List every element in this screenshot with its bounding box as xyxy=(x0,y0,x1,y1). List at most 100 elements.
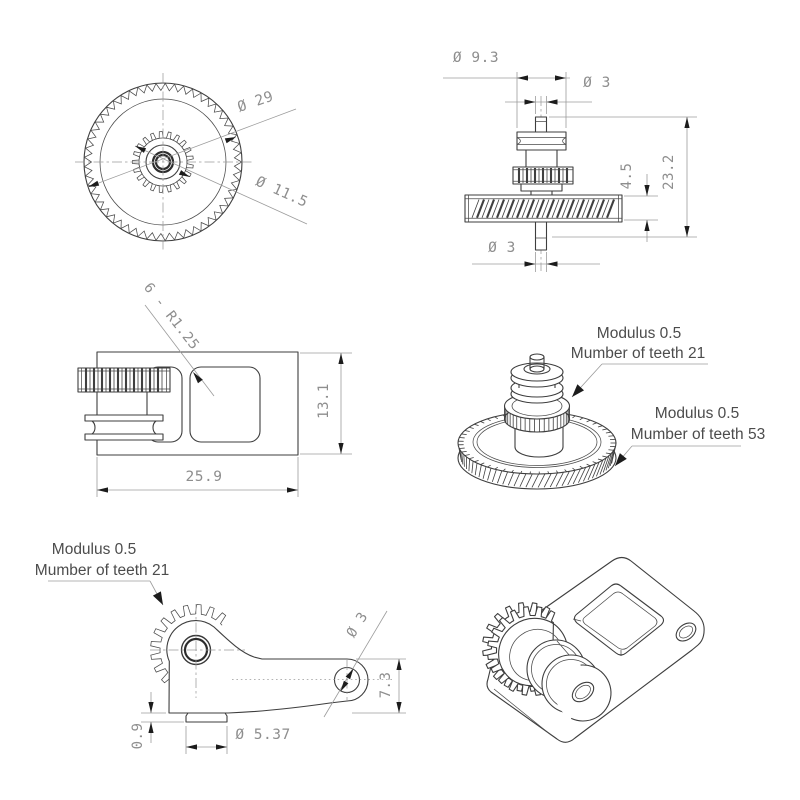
geometry-line xyxy=(555,472,564,487)
geometry-line xyxy=(564,469,567,472)
geometry-line xyxy=(602,455,608,458)
view-assembly-isometric xyxy=(482,556,705,743)
geometry-ellipse xyxy=(529,353,545,361)
geometry-line xyxy=(516,199,525,219)
arrowhead xyxy=(644,185,650,196)
geometry-line xyxy=(608,449,614,451)
geometry-line xyxy=(556,640,571,657)
arrowhead xyxy=(287,487,298,493)
view-gear-side: Ø 9.3 Ø 3 4.5 23.2 Ø 3 xyxy=(443,50,697,272)
geometry-line xyxy=(487,418,491,422)
geometry-line xyxy=(531,473,540,488)
geometry-line xyxy=(323,610,388,718)
dim-shaft-top-diameter: Ø 3 xyxy=(583,75,611,91)
arrowhead xyxy=(152,591,163,605)
arrowhead xyxy=(517,75,528,81)
geometry-line xyxy=(578,467,586,483)
geometry-line xyxy=(511,469,514,473)
arrowhead xyxy=(644,220,650,231)
geometry-line xyxy=(491,469,497,482)
geometry-line xyxy=(602,455,610,473)
geometry-line xyxy=(596,199,605,219)
geometry-path xyxy=(166,620,369,714)
geometry-line xyxy=(474,459,479,463)
view-lever-side: Modulus 0.5 Mumber of teeth 21 Ø 3 7.3 0… xyxy=(35,541,406,754)
geometry-line xyxy=(586,419,591,423)
geometry-line xyxy=(576,199,585,219)
geometry-line xyxy=(144,304,215,397)
geometry-ellipse xyxy=(575,684,591,700)
geometry-rect xyxy=(534,221,548,251)
arrowhead xyxy=(216,744,227,750)
geometry-rect xyxy=(84,433,164,441)
geometry-line xyxy=(599,457,607,475)
geometry-line xyxy=(551,199,560,218)
arrowhead xyxy=(186,744,197,750)
geometry-line xyxy=(476,199,485,219)
geometry-line xyxy=(481,199,490,218)
dim-bracket-width: 25.9 xyxy=(186,469,223,485)
geometry-line xyxy=(549,472,558,488)
dim-bracket-height: 13.1 xyxy=(316,383,332,419)
dim-foot-width: Ø 5.37 xyxy=(235,727,290,743)
view-bracket-top: 6 - R1.25 13.1 25.9 xyxy=(77,280,352,497)
geometry-line xyxy=(592,462,600,479)
arrowhead xyxy=(396,659,402,670)
arrowhead xyxy=(524,99,536,105)
geometry-line xyxy=(461,450,467,453)
geometry-ellipse xyxy=(678,625,694,639)
geometry-line xyxy=(87,108,297,188)
geometry-line xyxy=(458,447,462,460)
arrowhead xyxy=(148,702,154,713)
geometry-line xyxy=(605,453,612,471)
arrowhead xyxy=(555,75,566,81)
geometry-circle xyxy=(555,665,611,721)
geometry-line xyxy=(474,423,479,427)
geometry-path xyxy=(91,420,157,435)
arrowhead xyxy=(546,261,558,267)
dim-fillet-radius: 6 - R1.25 xyxy=(140,280,202,353)
geometry-line xyxy=(572,618,582,622)
geometry-line xyxy=(597,458,603,461)
geometry-rect xyxy=(146,366,183,443)
arrowhead xyxy=(340,680,349,692)
geometry-line xyxy=(592,422,597,425)
geometry-line xyxy=(561,199,570,218)
geometry-line xyxy=(480,421,485,424)
geometry-line xyxy=(507,472,515,486)
dim-inner-diameter: Ø 11.5 xyxy=(253,174,310,211)
geometry-line xyxy=(464,430,470,432)
geometry-line xyxy=(591,199,600,218)
geometry-line xyxy=(482,466,487,479)
geometry-path xyxy=(562,137,567,145)
geometry-line xyxy=(480,462,485,465)
geometry-line xyxy=(468,426,474,429)
dim-gear-thickness: 4.5 xyxy=(619,163,635,190)
geometry-line xyxy=(521,199,530,218)
arrowhead xyxy=(193,372,203,384)
arrowhead xyxy=(148,722,154,733)
dim-shaft-bottom-diameter: Ø 3 xyxy=(488,240,516,256)
geometry-rect xyxy=(189,366,261,443)
geometry-line xyxy=(526,199,535,219)
geometry-line xyxy=(536,199,545,219)
geometry-line xyxy=(501,199,510,218)
geometry-line xyxy=(587,463,596,481)
geometry-line xyxy=(608,435,614,437)
geometry-line xyxy=(606,199,615,219)
geometry-line xyxy=(579,417,584,421)
geometry-line xyxy=(494,466,498,470)
dim-end-height: 7.3 xyxy=(378,672,394,699)
geometry-line xyxy=(525,473,533,488)
geometry-line xyxy=(541,199,550,218)
geometry-line xyxy=(571,199,580,218)
geometry-line xyxy=(605,431,612,434)
geometry-line xyxy=(478,464,482,478)
geometry-line xyxy=(597,425,603,428)
arrowhead xyxy=(524,261,536,267)
view-gear-front: Ø 29 Ø 11.5 xyxy=(75,73,310,252)
arrowhead xyxy=(224,137,236,144)
geometry-line xyxy=(494,416,498,420)
geometry-line xyxy=(468,457,474,460)
